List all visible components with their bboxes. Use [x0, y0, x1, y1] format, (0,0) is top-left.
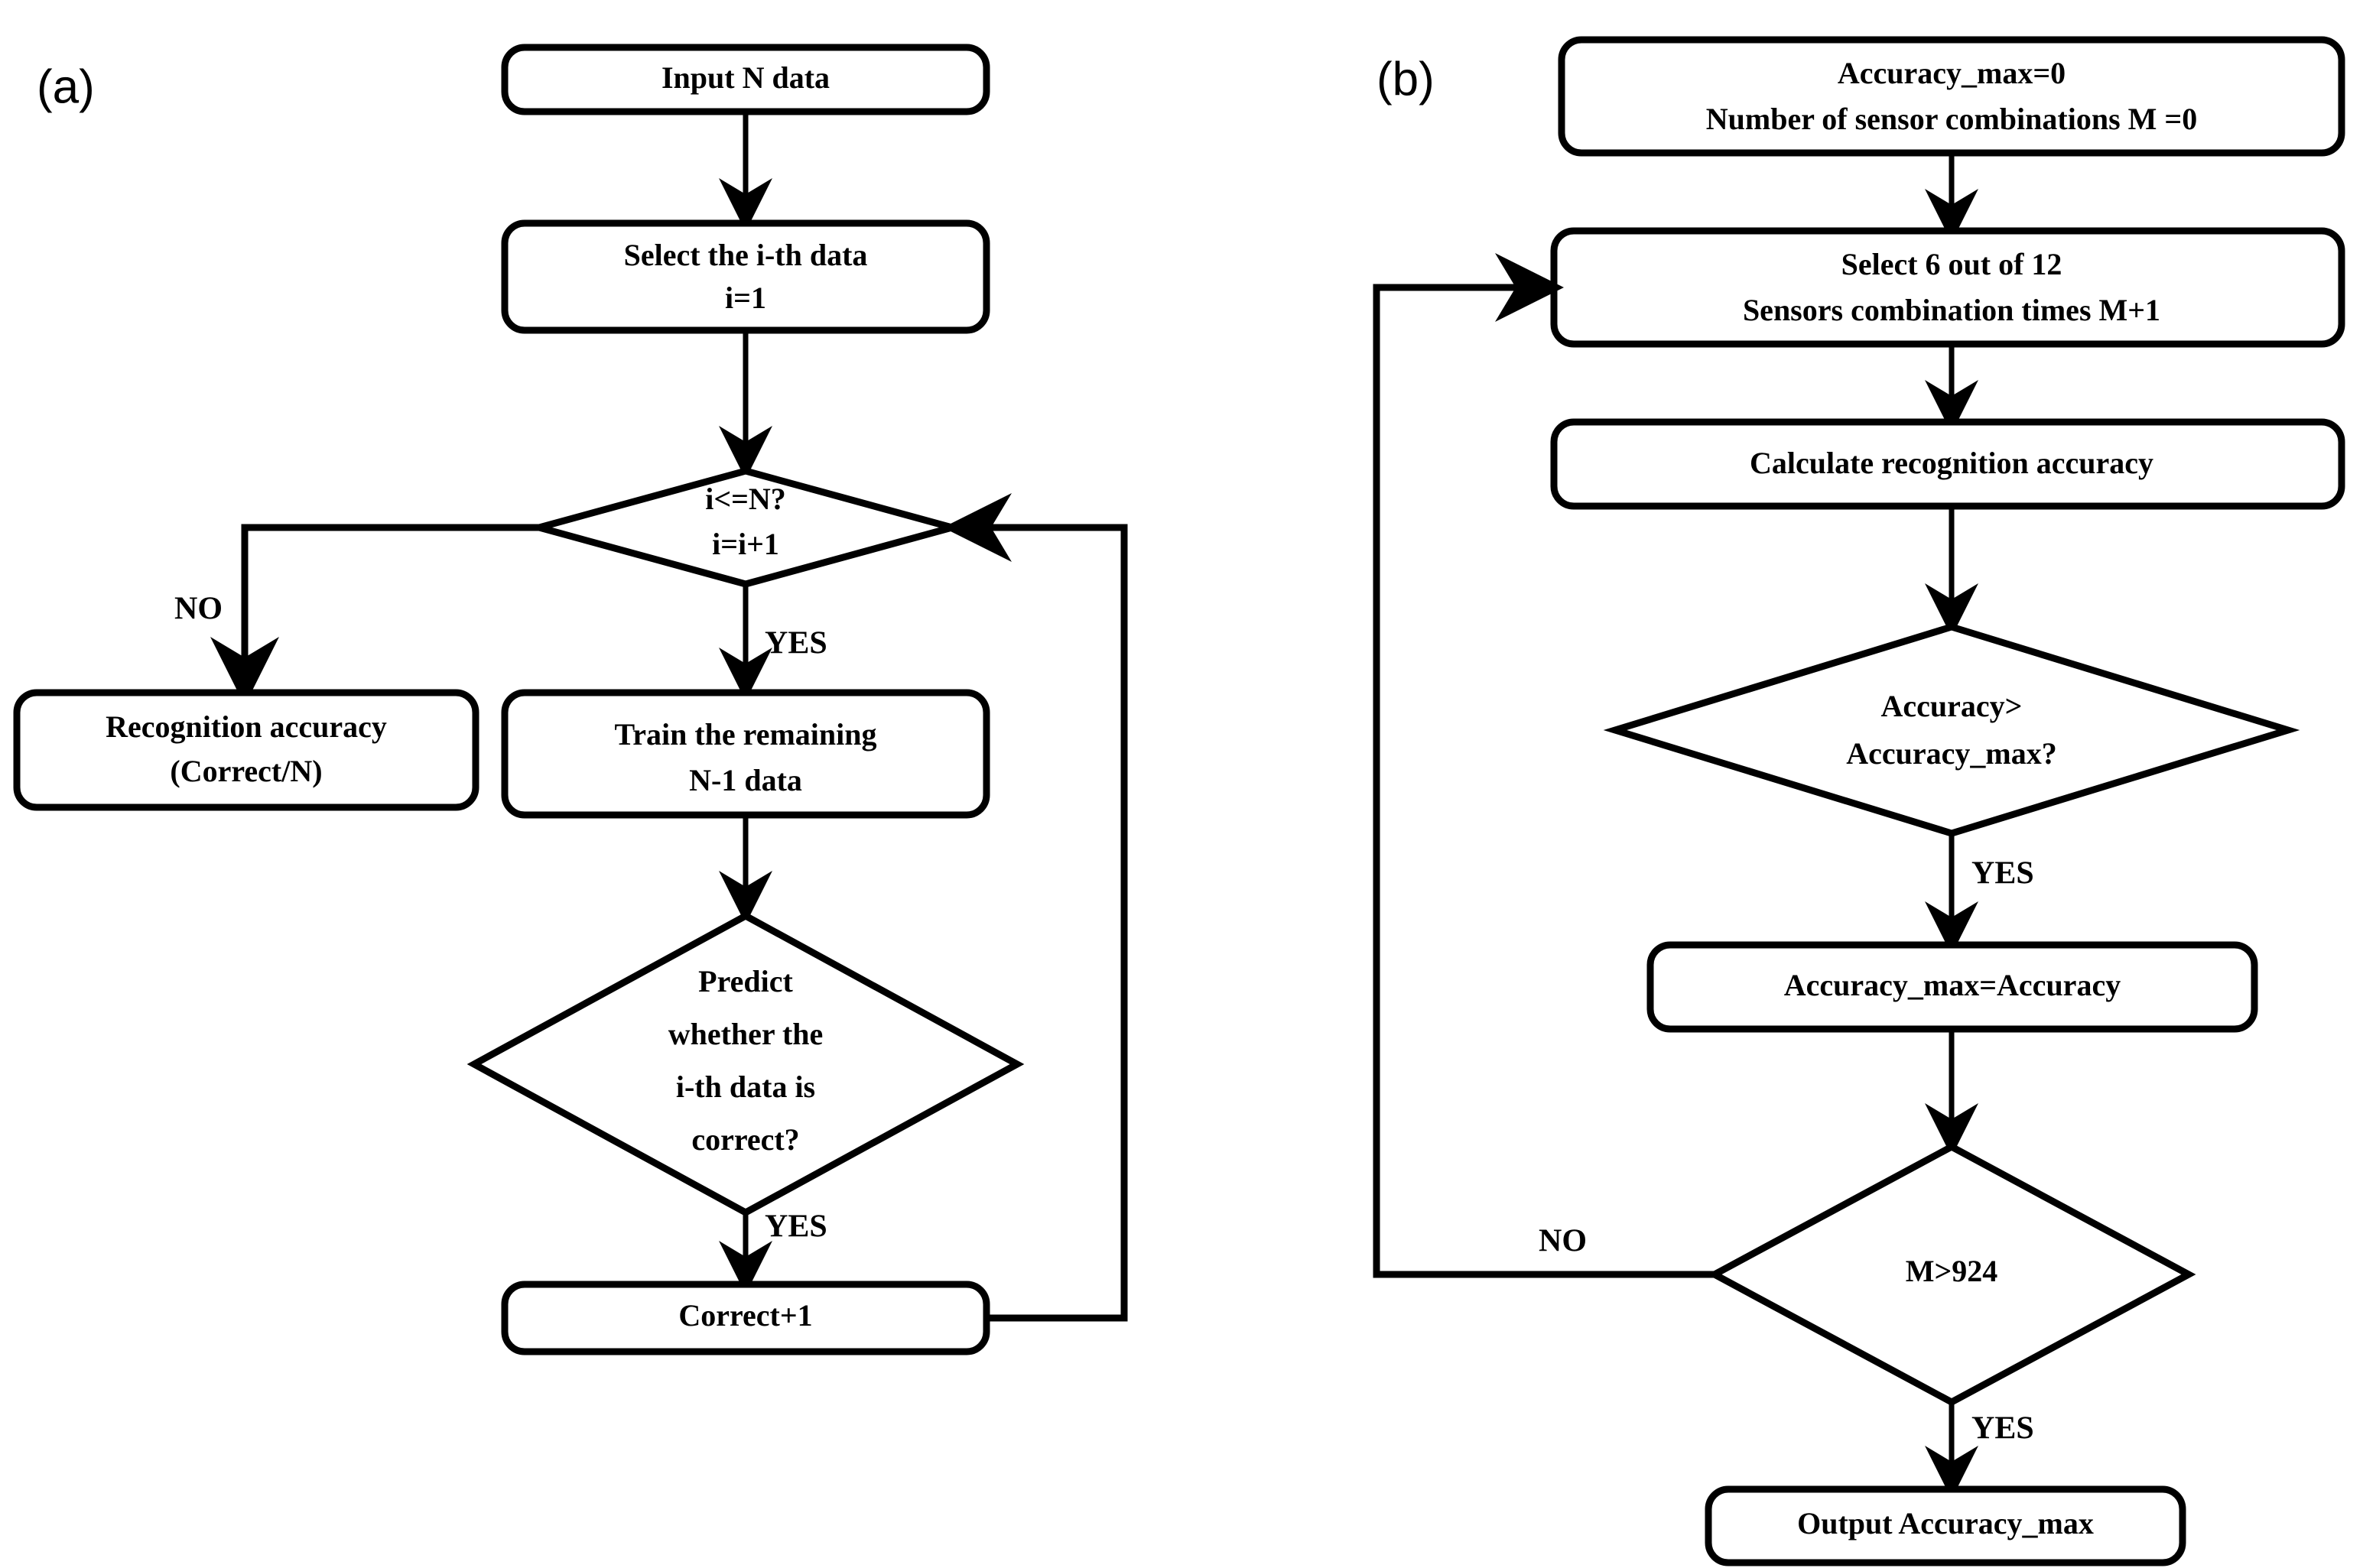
node-predict-correct-line4: correct? — [691, 1122, 799, 1157]
edge-label-check-yes: YES — [765, 626, 827, 661]
node-predict-correct-line1: Predict — [698, 964, 793, 998]
node-recognition-accuracy[interactable] — [13, 689, 479, 811]
node-input-n-data[interactable] — [501, 44, 990, 115]
node-output-accuracy-max-line1: Output Accuracy_max — [1797, 1506, 2094, 1540]
node-predict-correct-line3: i-th data is — [676, 1070, 815, 1104]
node-recognition-accuracy-line1: Recognition accuracy — [106, 709, 387, 744]
node-correct-plus-one-line1: Correct+1 — [678, 1298, 812, 1333]
edge-label-check-no: NO — [174, 592, 223, 627]
edge-label-check-m-yes: YES — [1971, 1411, 2034, 1446]
node-assign-accuracy-max-line1: Accuracy_max=Accuracy — [1784, 968, 2121, 1002]
node-select-sensors-line2: Sensors combination times M+1 — [1743, 293, 2160, 327]
node-check-m-gt-924-line1: M>924 — [1906, 1254, 1998, 1288]
node-compare-accuracy-line1: Accuracy> — [1881, 689, 2023, 723]
node-train-remaining[interactable] — [501, 689, 990, 819]
node-select-ith-data-line1: Select the i-th data — [624, 238, 868, 272]
node-compare-accuracy[interactable] — [1603, 623, 2300, 837]
node-assign-accuracy-max[interactable] — [1646, 941, 2258, 1033]
node-recognition-accuracy-line2: (Correct/N) — [170, 754, 322, 788]
panel-b-label: (b) — [1377, 53, 1435, 106]
node-input-n-data-line1: Input N data — [661, 60, 830, 95]
edge-check-m-no-loopback — [1373, 253, 1715, 1278]
node-init-accuracy-max[interactable] — [1558, 36, 2345, 157]
edge-label-check-m-no: NO — [1539, 1224, 1587, 1259]
node-train-remaining-line2: N-1 data — [689, 763, 802, 797]
node-check-i-le-n-line2: i=i+1 — [712, 527, 779, 561]
node-select-ith-data[interactable] — [501, 219, 990, 334]
node-init-accuracy-max-line1: Accuracy_max=0 — [1838, 56, 2066, 90]
edge-label-predict-yes: YES — [765, 1209, 827, 1245]
node-predict-correct[interactable] — [466, 911, 1025, 1217]
node-select-ith-data-line2: i=1 — [725, 281, 766, 315]
edge-label-compare-yes: YES — [1971, 856, 2034, 891]
node-init-accuracy-max-line2: Number of sensor combinations M =0 — [1706, 102, 2197, 136]
panel-a-label: (a) — [37, 60, 95, 113]
node-predict-correct-line2: whether the — [668, 1017, 824, 1051]
node-calculate-accuracy[interactable] — [1550, 418, 2345, 510]
node-train-remaining-line1: Train the remaining — [615, 717, 877, 752]
edge-check-no-to-accuracy — [210, 524, 539, 706]
edge-correct-loopback-to-check — [943, 493, 1128, 1322]
node-compare-accuracy-line2: Accuracy_max? — [1846, 736, 2056, 771]
node-check-i-le-n-line1: i<=N? — [705, 482, 786, 516]
node-output-accuracy-max[interactable] — [1705, 1485, 2186, 1566]
node-calculate-accuracy-line1: Calculate recognition accuracy — [1750, 446, 2153, 480]
node-select-sensors-line1: Select 6 out of 12 — [1841, 247, 2062, 281]
